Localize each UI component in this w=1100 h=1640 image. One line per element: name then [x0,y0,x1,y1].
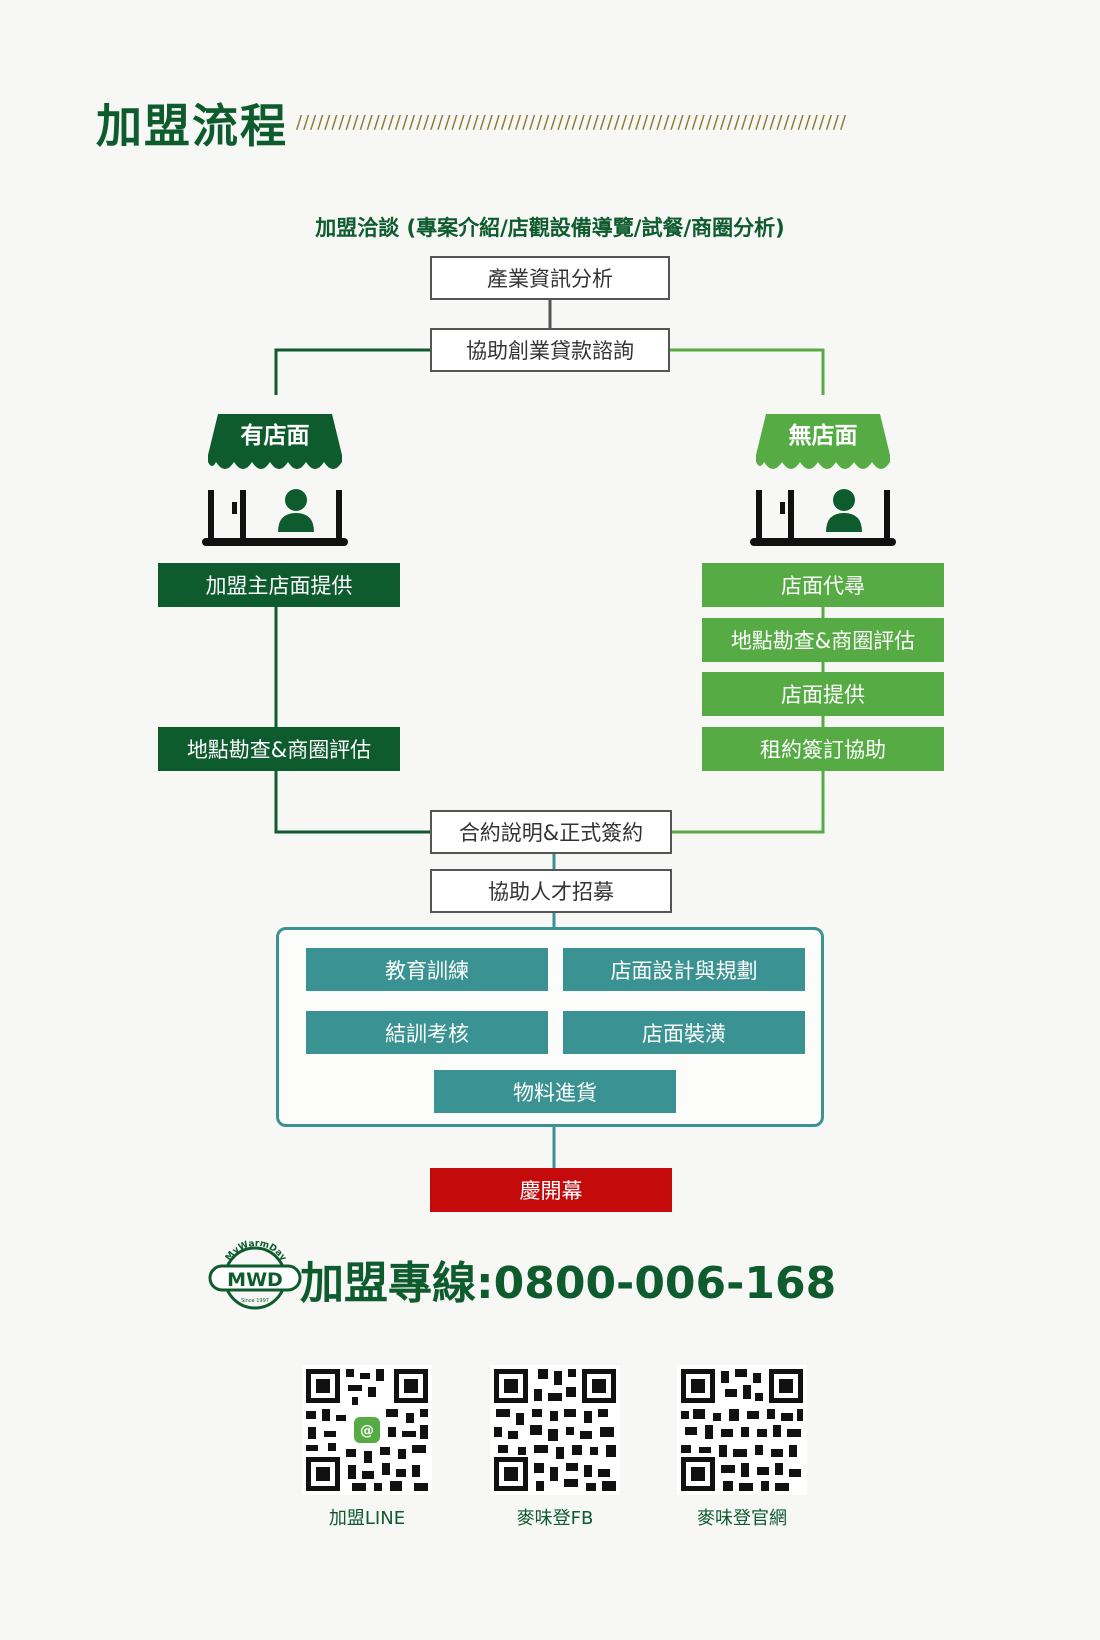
qr-code-website[interactable] [677,1365,807,1495]
flow-subtitle: 加盟洽談 (專案介紹/店觀設備導覽/試餐/商圈分析) [315,216,785,240]
qr-code-line[interactable]: @ [302,1365,432,1495]
qr-label-facebook: 麥味登FB [516,1508,594,1529]
franchise-hotline: 加盟專線:0800-006-168 [300,1258,837,1309]
qr-label-line: 加盟LINE [328,1508,406,1529]
line-icon [354,1417,380,1443]
step-grand-opening: 慶開幕 [430,1168,672,1212]
step-contract-signing: 合約說明&正式簽約 [430,810,672,854]
group-step-stock-supply: 物料進貨 [434,1070,676,1113]
connector-loan-left [274,348,430,395]
connector-right-contract [670,770,825,834]
store-sign-without: 無店面 [789,423,858,449]
connector-loan-right [670,348,825,395]
left-step-owner-provides-store: 加盟主店面提供 [158,563,400,607]
left-step-site-survey: 地點勘查&商圈評估 [158,727,400,771]
group-step-training: 教育訓練 [306,948,548,991]
svg-text:MyWarmDay: MyWarmDay [224,1239,288,1263]
step-loan-consulting: 協助創業貸款諮詢 [430,328,670,372]
qr-label-website: 麥味登官網 [697,1508,787,1529]
right-step-lease-signing: 租約簽訂協助 [702,727,944,771]
store-sign-with: 有店面 [241,422,310,449]
mwd-logo: MyWarmDay MWD Since 1997 [208,1239,302,1310]
logo-since-text: Since 1997 [241,1298,269,1304]
right-step-store-search: 店面代尋 [702,563,944,607]
group-step-renovation: 店面裝潢 [563,1011,805,1054]
qr-code-facebook[interactable] [490,1365,620,1495]
connector-left-contract [274,770,430,834]
svg-text:@: @ [360,1423,374,1439]
step-industry-analysis: 產業資訊分析 [430,256,670,300]
step-talent-recruitment: 協助人才招募 [430,869,672,913]
page-title: 加盟流程 [96,99,288,153]
right-step-store-provided: 店面提供 [702,672,944,716]
store-icon-without-storefront: 無店面 [750,414,896,546]
group-step-assessment: 結訓考核 [306,1011,548,1054]
logo-brand-text: MWD [227,1269,283,1291]
logo-arc-text: MyWarmDay [224,1239,288,1263]
group-step-store-design: 店面設計與規劃 [563,948,805,991]
title-decoration: ////////////////////////////////////////… [296,112,848,133]
right-step-site-survey: 地點勘查&商圈評估 [702,618,944,662]
store-icon-with-storefront: 有店面 [202,414,348,546]
